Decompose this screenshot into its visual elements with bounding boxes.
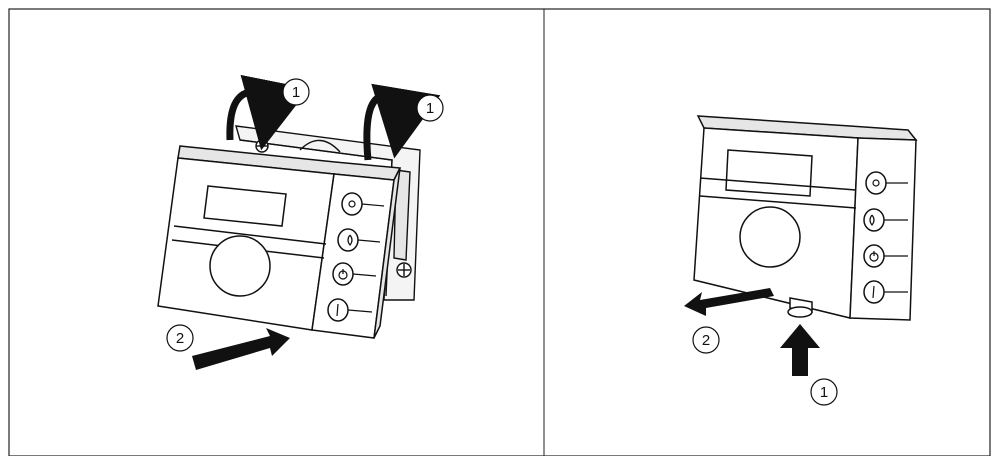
step-number: 1 — [820, 384, 828, 401]
step-callout: 1 — [282, 78, 310, 106]
push-up-arrow — [780, 324, 820, 376]
step-callout: 1 — [810, 378, 838, 406]
controller-left — [157, 145, 402, 339]
outer-frame — [8, 8, 991, 456]
step-number: 2 — [702, 332, 710, 349]
sun-icon — [865, 171, 887, 195]
left-panel: 1 1 2 — [157, 74, 444, 370]
step-callout: 2 — [166, 324, 194, 352]
step-callout: 2 — [692, 326, 720, 354]
right-panel: 2 1 — [684, 115, 918, 406]
step-number: 2 — [176, 330, 184, 347]
step-number: 1 — [426, 100, 434, 117]
rotate-arrows — [226, 74, 441, 161]
sun-icon — [341, 192, 363, 216]
push-arrow-left — [192, 328, 290, 370]
pull-arrow-right — [684, 288, 774, 316]
step-number: 1 — [292, 84, 300, 101]
step-callout: 1 — [416, 94, 444, 122]
controller-right — [693, 115, 918, 321]
